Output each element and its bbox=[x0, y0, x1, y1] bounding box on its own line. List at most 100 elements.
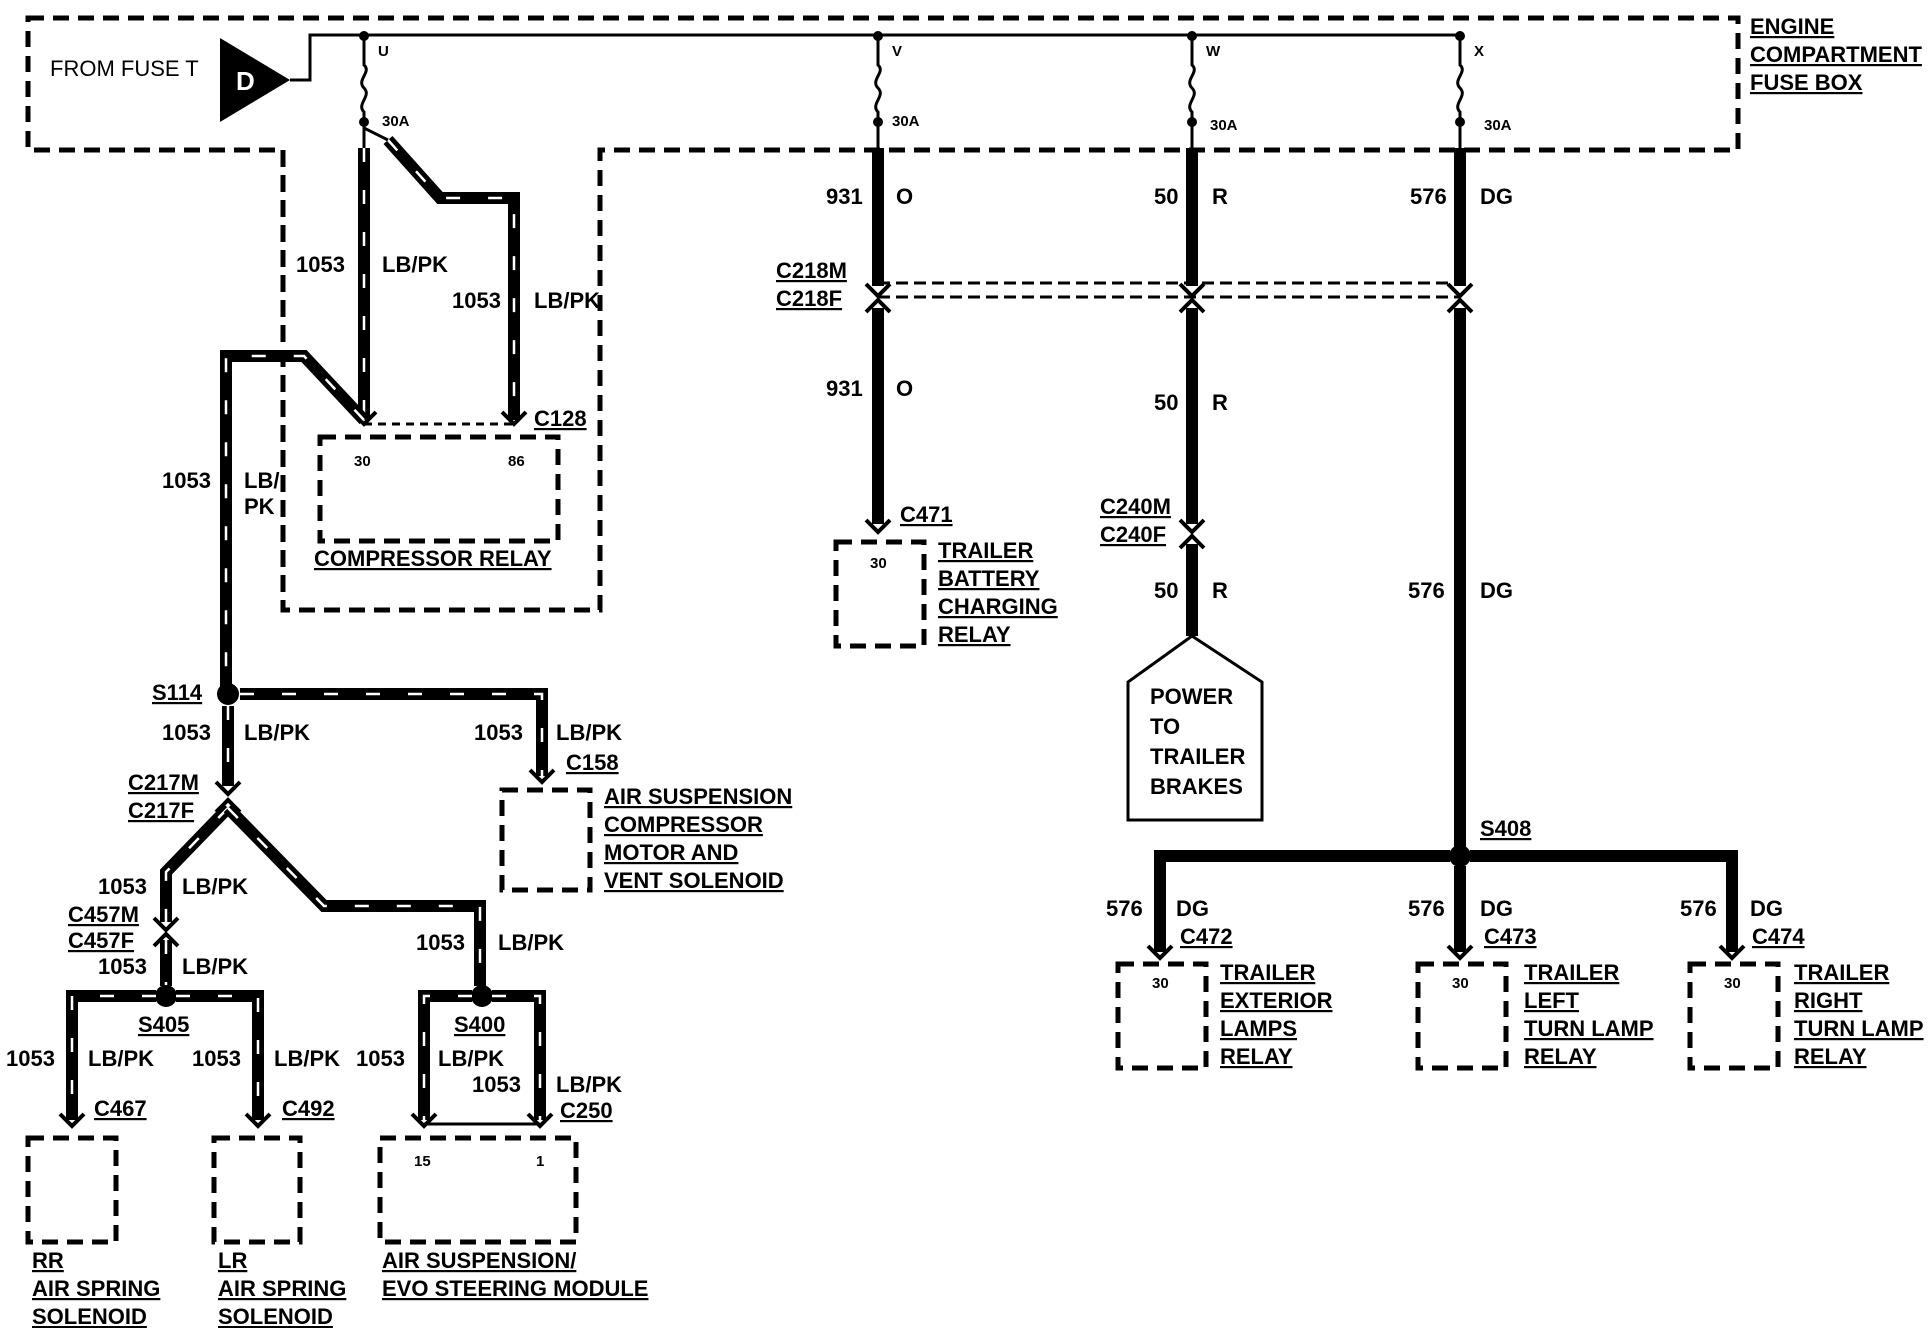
source-ref-letter: D bbox=[236, 66, 255, 96]
rr-air-spring-label-3: SOLENOID bbox=[32, 1304, 147, 1328]
wire-color-label-i: LB/PK bbox=[274, 1046, 340, 1071]
fuse-w-id: W bbox=[1206, 43, 1221, 60]
circuit-label-1053-f: 1053 bbox=[98, 874, 147, 899]
trailer-brakes-label-3: TRAILER bbox=[1150, 744, 1245, 769]
splice-s405-label: S405 bbox=[138, 1012, 189, 1037]
wire-color-label-576-d: DG bbox=[1480, 896, 1513, 921]
connector-c217m bbox=[214, 780, 242, 797]
splice-s114-label: S114 bbox=[152, 680, 203, 705]
source-ref-triangle bbox=[220, 38, 290, 122]
wire-576-s408-to-c474 bbox=[1470, 850, 1738, 952]
circuit-label-1053-h: 1053 bbox=[6, 1046, 55, 1071]
trailer-battery-charging-relay-box bbox=[833, 539, 927, 649]
wire-color-label-50-a: R bbox=[1212, 184, 1228, 209]
air-suspension-compressor-label-2: COMPRESSOR bbox=[604, 812, 763, 837]
circuit-label-576-b: 576 bbox=[1408, 578, 1445, 603]
fuse-v: V 30A bbox=[873, 31, 920, 130]
left-turn-label-1: TRAILER bbox=[1524, 960, 1619, 985]
wire-1053-s405-to-c492 bbox=[176, 990, 264, 1120]
splice-s400-label: S400 bbox=[454, 1012, 505, 1037]
lr-air-spring-label-1: LR bbox=[218, 1248, 247, 1273]
fuse-box-outline bbox=[25, 15, 1741, 613]
wire-1053-relay-to-s114 bbox=[220, 350, 369, 692]
connector-c128-pin86 bbox=[500, 410, 528, 427]
fuse-u-rating: 30A bbox=[382, 113, 410, 130]
connector-c240m bbox=[1178, 518, 1206, 535]
fuse-u: U 30A bbox=[359, 31, 410, 130]
circuit-label-1053-c: 1053 bbox=[162, 468, 211, 493]
air-suspension-module-box bbox=[377, 1135, 579, 1245]
wire-color-split-1: LB/ bbox=[244, 468, 279, 493]
wire-1053-fuse-to-relay86 bbox=[383, 135, 520, 420]
circuit-label-1053-b: 1053 bbox=[452, 288, 501, 313]
fuse-u-id: U bbox=[378, 43, 389, 60]
fuse-w: W 30A bbox=[1187, 31, 1238, 134]
wire-color-label-576-e: DG bbox=[1750, 896, 1783, 921]
relay-pin-30: 30 bbox=[354, 453, 371, 470]
fuse-x-rating: 30A bbox=[1484, 117, 1512, 134]
circuit-label-50-c: 50 bbox=[1154, 578, 1178, 603]
lr-air-spring-label-3: SOLENOID bbox=[218, 1304, 333, 1328]
splice-s400 bbox=[471, 985, 493, 1007]
trailer-battery-relay-pin: 30 bbox=[870, 555, 887, 572]
air-suspension-module-label-2: EVO STEERING MODULE bbox=[382, 1276, 648, 1301]
connector-c250-label: C250 bbox=[560, 1098, 613, 1123]
wire-color-label-j: LB/PK bbox=[498, 930, 564, 955]
wire-1053-s400-to-c250-pin15 bbox=[418, 990, 472, 1120]
wire-color-label-d: LB/PK bbox=[556, 720, 622, 745]
connector-c457f bbox=[152, 931, 180, 948]
wire-color-label-f: LB/PK bbox=[182, 874, 248, 899]
connector-c240m-label: C240M bbox=[1100, 494, 1171, 519]
connector-c457m bbox=[152, 916, 180, 933]
wire-color-label-931-a: O bbox=[896, 184, 913, 209]
fuse-box-label-3: FUSE BOX bbox=[1750, 70, 1863, 95]
right-turn-label-4: RELAY bbox=[1794, 1044, 1867, 1069]
wire-color-label-g: LB/PK bbox=[182, 954, 248, 979]
compressor-relay-box bbox=[317, 434, 561, 544]
circuit-label-1053-a: 1053 bbox=[296, 252, 345, 277]
right-turn-label-2: RIGHT bbox=[1794, 988, 1863, 1013]
circuit-label-576-d: 576 bbox=[1408, 896, 1445, 921]
trailer-brakes-label-1: POWER bbox=[1150, 684, 1233, 709]
circuit-label-1053-e: 1053 bbox=[162, 720, 211, 745]
connector-c467-label: C467 bbox=[94, 1096, 147, 1121]
splice-s405 bbox=[155, 985, 177, 1007]
wire-color-label-931-b: O bbox=[896, 376, 913, 401]
connector-c492-label: C492 bbox=[282, 1096, 335, 1121]
wire-color-label-576-b: DG bbox=[1480, 578, 1513, 603]
wire-color-label-b: LB/PK bbox=[534, 288, 600, 313]
wire-color-label-k: LB/PK bbox=[438, 1046, 504, 1071]
trailer-battery-relay-label-2: BATTERY bbox=[938, 566, 1040, 591]
connector-c472 bbox=[1146, 944, 1174, 961]
wire-color-split-2: PK bbox=[244, 494, 275, 519]
connector-c217m-label: C217M bbox=[128, 770, 199, 795]
wire-1053-s405-to-c467 bbox=[66, 990, 156, 1120]
connector-c473 bbox=[1446, 944, 1474, 961]
connector-c240f-label: C240F bbox=[1100, 522, 1166, 547]
connector-c471 bbox=[864, 518, 892, 535]
connector-c218-shell bbox=[878, 281, 1460, 299]
circuit-label-931-b: 931 bbox=[826, 376, 863, 401]
connector-c218f-931 bbox=[864, 297, 892, 314]
connector-c472-label: C472 bbox=[1180, 924, 1233, 949]
connector-c218m-931 bbox=[864, 282, 892, 299]
wire-color-label-a: LB/PK bbox=[382, 252, 448, 277]
circuit-label-1053-j: 1053 bbox=[416, 930, 465, 955]
wire-1053-c217-to-s400 bbox=[223, 803, 486, 986]
splice-s408 bbox=[1449, 845, 1471, 867]
fuse-x-id: X bbox=[1474, 43, 1484, 60]
connector-c218f-576 bbox=[1446, 297, 1474, 314]
exterior-lamps-relay-pin: 30 bbox=[1152, 975, 1169, 992]
lr-air-spring-solenoid-box bbox=[211, 1135, 303, 1245]
wire-color-label-h: LB/PK bbox=[88, 1046, 154, 1071]
air-suspension-compressor-label-3: MOTOR AND bbox=[604, 840, 738, 865]
right-turn-relay-pin: 30 bbox=[1724, 975, 1741, 992]
circuit-label-1053-k: 1053 bbox=[356, 1046, 405, 1071]
circuit-label-50-a: 50 bbox=[1154, 184, 1178, 209]
circuit-label-1053-i: 1053 bbox=[192, 1046, 241, 1071]
connector-c218m-50 bbox=[1178, 282, 1206, 299]
connector-c158-label: C158 bbox=[566, 750, 619, 775]
wire-color-label-e: LB/PK bbox=[244, 720, 310, 745]
left-turn-relay-pin: 30 bbox=[1452, 975, 1469, 992]
